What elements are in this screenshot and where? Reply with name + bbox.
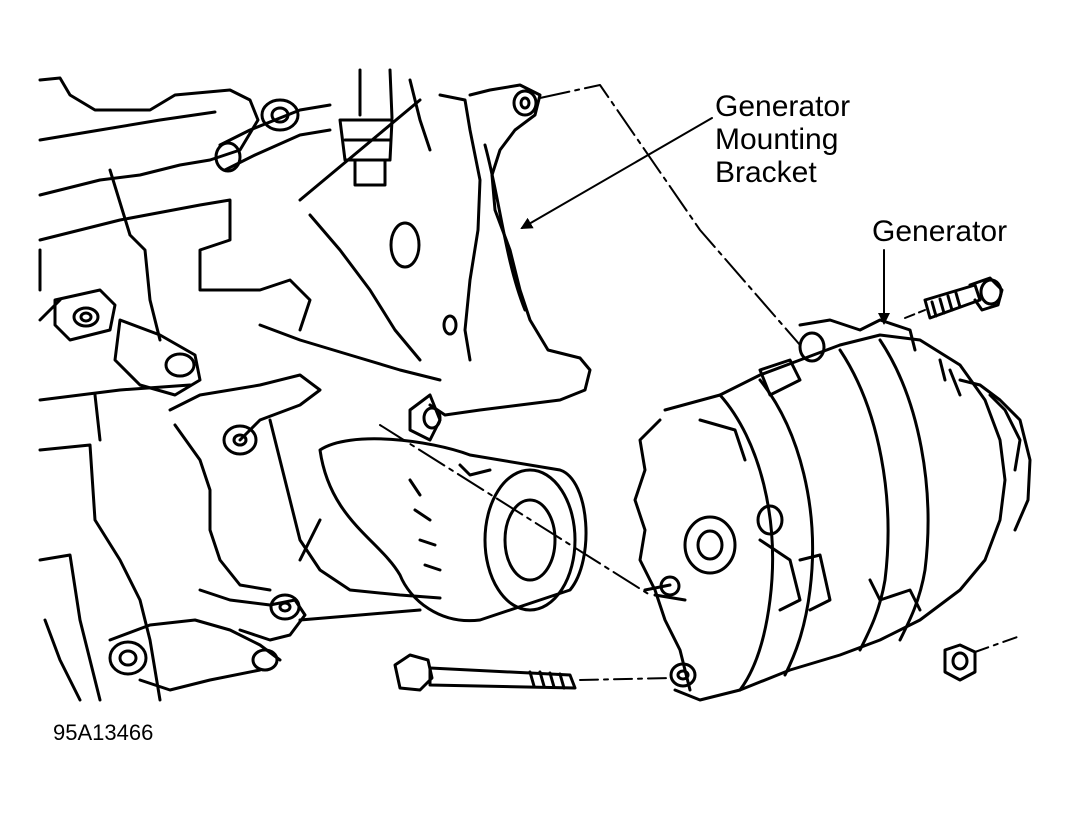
engine-block — [38, 76, 312, 702]
lower-engine-body — [108, 323, 442, 692]
generator-top-bolt — [923, 276, 1004, 320]
generator-label: Generator — [872, 215, 1007, 248]
bracket-callout-arrow — [520, 117, 713, 230]
assembly-centerlines — [379, 84, 1021, 681]
generator-body — [633, 318, 1032, 702]
coolant-pipe — [214, 68, 432, 187]
generator-label-text: Generator — [872, 215, 1008, 248]
bracket-label-line-1: Generator — [715, 90, 851, 123]
generator-lower-bolt — [393, 653, 577, 692]
figure-id: 95A13466 — [53, 720, 154, 745]
generator-mounting-bracket-label: Generator Mounting Bracket — [715, 90, 850, 189]
generator-mounting-bracket — [298, 83, 592, 442]
bracket-label-line-3: Bracket — [715, 156, 817, 189]
generator-nut — [943, 643, 977, 682]
bracket-label-line-2: Mounting — [715, 123, 839, 156]
callout-arrows — [520, 117, 890, 325]
oil-filter — [318, 437, 588, 623]
